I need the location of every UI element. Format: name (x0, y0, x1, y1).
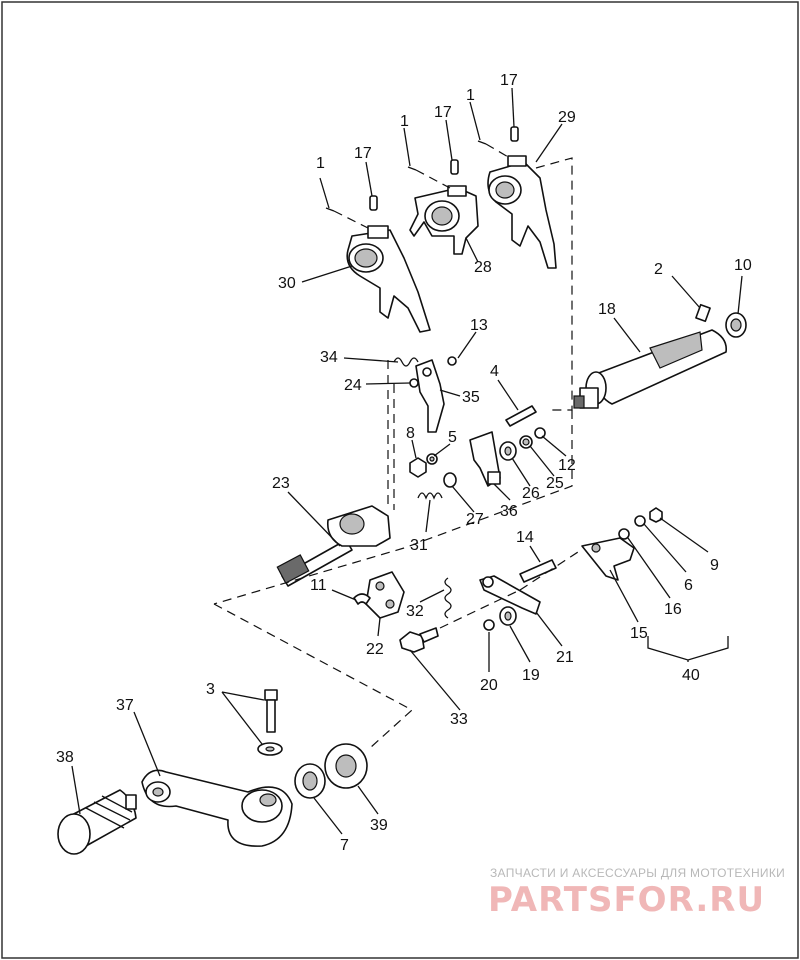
washer-25 (519, 435, 533, 449)
cotter-pins-1 (325, 140, 511, 229)
callout-1: 1 (400, 113, 409, 130)
callout-19: 19 (522, 667, 540, 684)
callout-34: 34 (320, 349, 338, 366)
callout-18: 18 (598, 301, 616, 318)
watermark-tagline: ЗАПЧАСТИ И АКСЕССУАРЫ ДЛЯ МОТОТЕХНИКИ (490, 866, 786, 880)
assembly-line-linkage (439, 551, 579, 629)
callout-3: 3 (206, 681, 215, 698)
callout-22: 22 (366, 641, 384, 658)
bolt-3 (264, 689, 278, 733)
foot-peg-38 (57, 789, 137, 855)
callout-4: 4 (490, 363, 499, 380)
callout-5: 5 (448, 429, 457, 446)
callout-13: 13 (470, 317, 488, 334)
washer-3 (257, 742, 283, 756)
callout-33: 33 (450, 711, 468, 728)
callout-6: 6 (684, 577, 693, 594)
plate-36 (469, 431, 501, 487)
shift-drum-18 (573, 329, 728, 409)
callout-26: 26 (522, 485, 540, 502)
key-2 (695, 303, 711, 323)
callout-27: 27 (466, 511, 484, 528)
callout-29: 29 (558, 109, 576, 126)
spring-31 (417, 492, 443, 500)
callout-17: 17 (434, 104, 452, 121)
washer-5 (426, 453, 438, 465)
assembly-line-shaft (387, 360, 395, 510)
callout-39: 39 (370, 817, 388, 834)
washer-6 (634, 515, 646, 527)
shaft-14 (519, 559, 557, 583)
clip-12 (534, 427, 546, 439)
callout-14: 14 (516, 529, 534, 546)
roller-26 (499, 441, 517, 461)
callout-20: 20 (480, 677, 498, 694)
assembly-line-drum (213, 410, 573, 605)
pawl-35 (415, 359, 445, 433)
callout-38: 38 (56, 749, 74, 766)
bushing-39 (324, 743, 368, 789)
callout-32: 32 (406, 603, 424, 620)
callout-23: 23 (272, 475, 290, 492)
callout-10: 10 (734, 257, 752, 274)
callout-30: 30 (278, 275, 296, 292)
spacer-19 (499, 606, 517, 626)
callout-labels: 1 17 1 17 1 17 29 28 30 2 10 18 13 34 24… (56, 72, 752, 854)
callout-35: 35 (462, 389, 480, 406)
callout-16: 16 (664, 601, 682, 618)
callout-21: 21 (556, 649, 574, 666)
e-clip-13 (447, 356, 457, 366)
assembly-line-lever (213, 603, 414, 749)
callout-11: 11 (310, 577, 327, 594)
washer-27 (443, 472, 457, 488)
callout-25: 25 (546, 475, 564, 492)
callout-15: 15 (630, 625, 648, 642)
callout-7: 7 (340, 837, 349, 854)
callout-17: 17 (354, 145, 372, 162)
nut-8 (409, 457, 427, 478)
callout-2: 2 (654, 261, 663, 278)
clip-11 (353, 593, 371, 605)
shifter-shaft-23 (276, 505, 391, 587)
callout-12: 12 (558, 457, 576, 474)
callout-24: 24 (344, 377, 362, 394)
callout-1: 1 (316, 155, 325, 172)
callout-37: 37 (116, 697, 134, 714)
callout-28: 28 (474, 259, 492, 276)
shift-fork-28 (409, 185, 479, 255)
cam-plate-22 (365, 571, 405, 619)
callout-40: 40 (682, 667, 700, 684)
callout-9: 9 (710, 557, 719, 574)
callout-1: 1 (466, 87, 475, 104)
washer-24 (409, 378, 419, 388)
bearing-10 (725, 312, 747, 338)
washer-7 (294, 763, 326, 799)
nut-9 (649, 507, 663, 523)
shift-fork-29 (487, 155, 557, 269)
callout-17: 17 (500, 72, 518, 89)
leader-lines (71, 87, 743, 835)
callout-31: 31 (410, 537, 428, 554)
assembly-line-forks (535, 157, 573, 411)
watermark-logo: PARTSFOR.RU (488, 880, 766, 920)
spring-34 (393, 357, 419, 367)
shift-fork-30 (346, 225, 431, 333)
washer-16 (618, 528, 630, 540)
spring-32 (444, 577, 452, 619)
pin-4 (505, 405, 537, 427)
callout-36: 36 (500, 503, 518, 520)
shift-lever-37 (141, 769, 293, 847)
nut-20 (483, 619, 495, 631)
bolt-33 (399, 627, 439, 653)
dowel-pins-17 (369, 126, 519, 211)
callout-8: 8 (406, 425, 415, 442)
bracket-15 (581, 537, 635, 581)
